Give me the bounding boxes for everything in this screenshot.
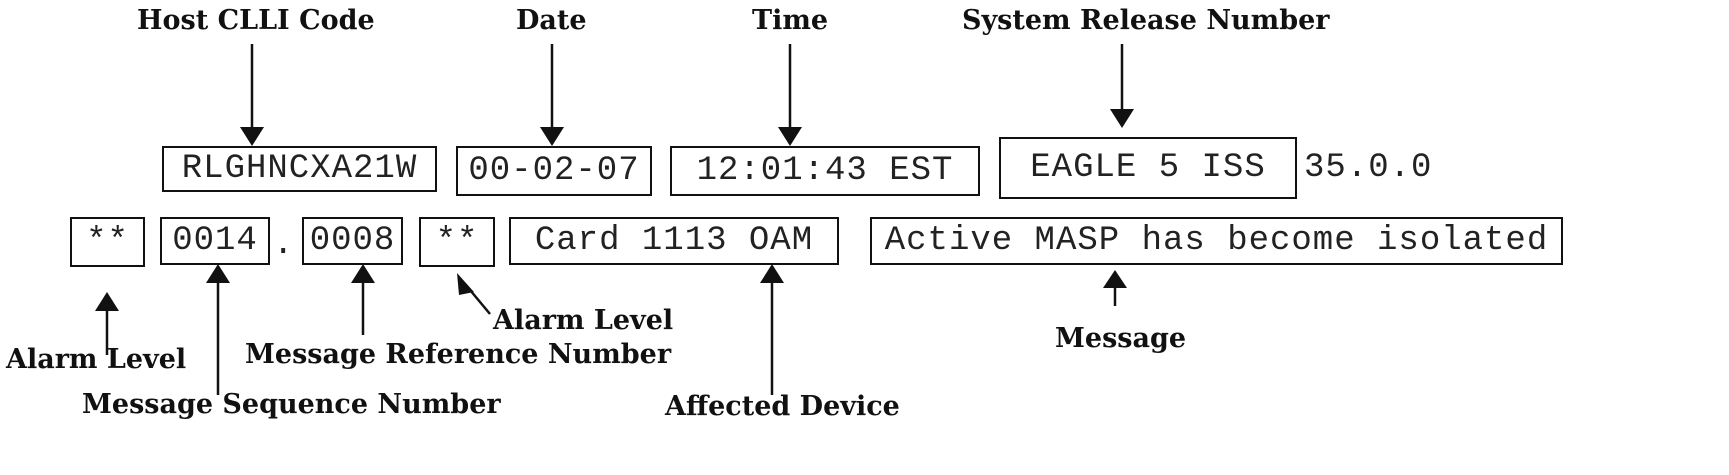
arrow-affected-device <box>760 264 784 395</box>
arrow-alarm-level-right <box>457 273 491 315</box>
arrow-date <box>540 44 564 146</box>
arrow-message <box>1103 270 1127 306</box>
host-clli-box: RLGHNCXA21W <box>162 146 437 192</box>
label-alarm-level-right: Alarm Level <box>493 305 674 336</box>
label-message-reference-number: Message Reference Number <box>245 339 672 370</box>
date-box: 00-02-07 <box>456 146 652 196</box>
sequence-number-box: 0014 <box>160 217 270 265</box>
arrow-alarm-level-left <box>95 292 119 355</box>
label-message: Message <box>1055 323 1187 354</box>
label-message-sequence-number: Message Sequence Number <box>82 389 501 420</box>
release-number: 35.0.0 <box>1304 149 1433 187</box>
label-system-release-number: System Release Number <box>962 5 1330 36</box>
arrow-message-sequence <box>206 264 230 395</box>
time-box: 12:01:43 EST <box>670 146 980 196</box>
alarm-level-right-box: ** <box>419 217 495 267</box>
message-box: Active MASP has become isolated <box>870 217 1563 265</box>
arrow-time <box>778 44 802 146</box>
arrow-system-release <box>1110 44 1134 128</box>
label-alarm-level-left: Alarm Level <box>6 344 187 375</box>
label-affected-device: Affected Device <box>665 391 900 422</box>
label-host-clli-code: Host CLLI Code <box>137 5 375 36</box>
label-date: Date <box>516 5 587 36</box>
label-time: Time <box>752 5 829 36</box>
system-box: EAGLE 5 ISS <box>999 137 1297 199</box>
affected-device-box: Card 1113 OAM <box>509 217 839 265</box>
arrow-host-clli <box>240 44 264 146</box>
reference-number-box: 0008 <box>302 217 403 265</box>
sequence-separator: . <box>273 226 295 264</box>
alarm-level-left-box: ** <box>70 217 145 267</box>
arrow-message-reference <box>351 264 375 335</box>
